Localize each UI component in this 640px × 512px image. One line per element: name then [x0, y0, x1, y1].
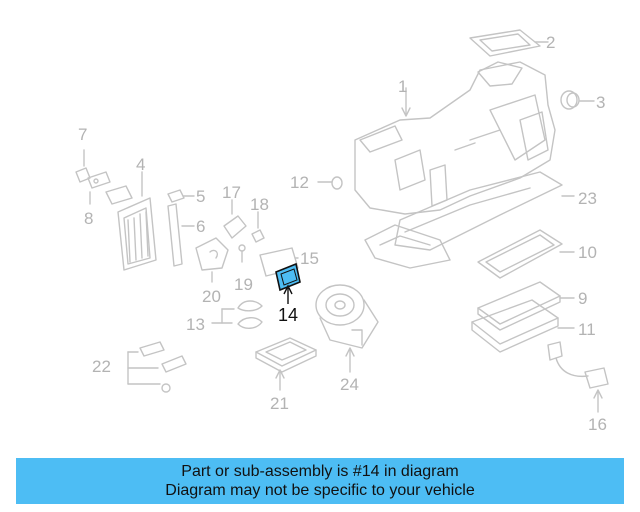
part-2-gasket[interactable] — [469, 29, 549, 57]
lower-duct — [364, 224, 451, 269]
part-8-gasket[interactable] — [87, 171, 111, 205]
callout-13: 13 — [186, 315, 205, 334]
callout-18: 18 — [250, 195, 269, 214]
part-12-bolt[interactable] — [317, 176, 343, 190]
part-16-harness[interactable] — [547, 341, 609, 413]
part-18-clip[interactable] — [251, 211, 265, 243]
callout-16: 16 — [588, 415, 607, 434]
part-9-filter[interactable] — [477, 281, 575, 331]
part-20-actuator[interactable] — [195, 237, 229, 283]
callout-23: 23 — [578, 189, 597, 208]
part-3-grommet[interactable] — [560, 90, 595, 110]
part-23-duct[interactable] — [394, 171, 575, 251]
callout-17: 17 — [222, 183, 241, 202]
info-banner: Part or sub-assembly is #14 in diagram D… — [16, 458, 624, 504]
banner-line-1: Part or sub-assembly is #14 in diagram — [181, 463, 459, 480]
part-19-screw[interactable] — [238, 244, 246, 263]
callout-9: 9 — [578, 289, 588, 308]
callout-21: 21 — [270, 394, 289, 413]
callout-6: 6 — [196, 217, 206, 236]
callout-22: 22 — [92, 357, 111, 376]
callout-19: 19 — [234, 275, 253, 294]
callout-7: 7 — [78, 125, 88, 144]
callout-4: 4 — [136, 155, 146, 174]
part-1-hvac-housing[interactable] — [354, 61, 556, 215]
callout-10: 10 — [578, 243, 597, 262]
callout-11: 11 — [578, 320, 596, 339]
part-24-blower-motor[interactable] — [315, 284, 379, 373]
part-17-sensor[interactable] — [223, 199, 247, 239]
part-13-clips[interactable] — [211, 300, 263, 329]
callout-8: 8 — [84, 209, 94, 228]
callout-2: 2 — [546, 33, 556, 52]
part-14-highlighted[interactable] — [275, 262, 301, 304]
part-6-tube[interactable] — [167, 203, 195, 267]
part-4-heater-core[interactable] — [105, 171, 157, 271]
callout-14-active: 14 — [278, 305, 299, 325]
part-15-seal[interactable] — [259, 247, 299, 277]
callout-20: 20 — [202, 287, 221, 306]
callout-3: 3 — [596, 93, 606, 112]
callout-5: 5 — [196, 187, 206, 206]
callout-24: 24 — [340, 375, 359, 394]
part-11-filter-lower[interactable] — [471, 299, 575, 353]
part-21-tray[interactable] — [255, 337, 317, 391]
part-10-filter-frame[interactable] — [477, 229, 575, 279]
part-7-clip[interactable] — [75, 149, 91, 183]
banner-line-2: Diagram may not be specific to your vehi… — [165, 482, 475, 499]
callout-1: 1 — [398, 77, 408, 96]
callout-15: 15 — [300, 249, 319, 268]
parts-diagram — [75, 29, 609, 413]
part-22-brackets[interactable] — [127, 341, 187, 393]
callout-12: 12 — [290, 173, 309, 192]
part-5-pipe-clip[interactable] — [167, 189, 195, 203]
